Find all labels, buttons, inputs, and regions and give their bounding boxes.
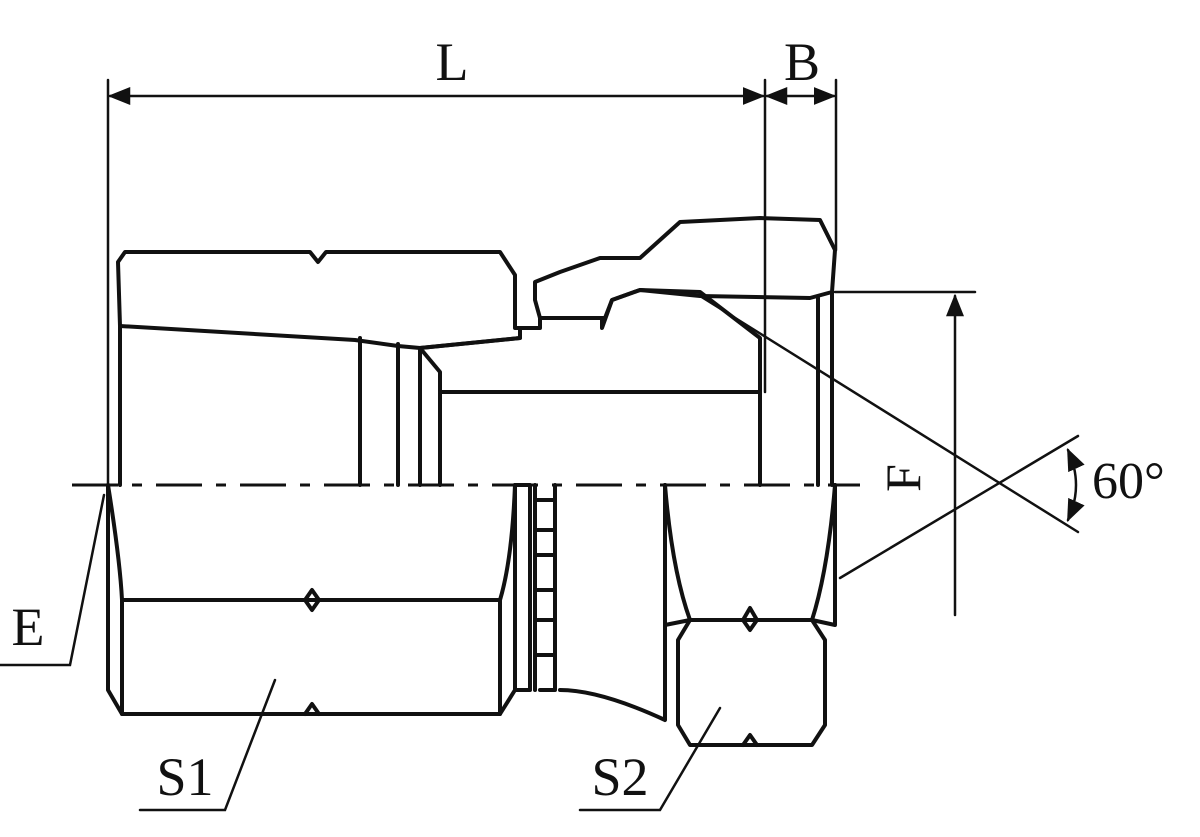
upper-section-view: [116, 216, 837, 487]
hex-s1-outline: [106, 483, 517, 716]
angle-label: 60°: [1092, 453, 1165, 510]
dimension-label-b: B: [784, 32, 820, 92]
middle-neck: [513, 483, 532, 692]
dimension-label-l: L: [436, 32, 469, 92]
nut-section-hatched: [533, 216, 837, 320]
body-section-hatched: [116, 250, 522, 350]
hex-s2-notch: [741, 606, 759, 632]
dimension-label-e: E: [12, 597, 45, 657]
dimension-label-f: F: [875, 464, 931, 492]
hex-s1-notch: [303, 588, 321, 612]
hex-label-s2: S2: [591, 747, 648, 807]
dimension-lines: [0, 78, 1085, 812]
hex-s2-outline: [663, 483, 837, 627]
hex-label-s1: S1: [156, 747, 213, 807]
neck-teeth: [533, 498, 557, 657]
middle-section-hatched: [418, 288, 762, 394]
lower-outside-view: [106, 483, 837, 747]
